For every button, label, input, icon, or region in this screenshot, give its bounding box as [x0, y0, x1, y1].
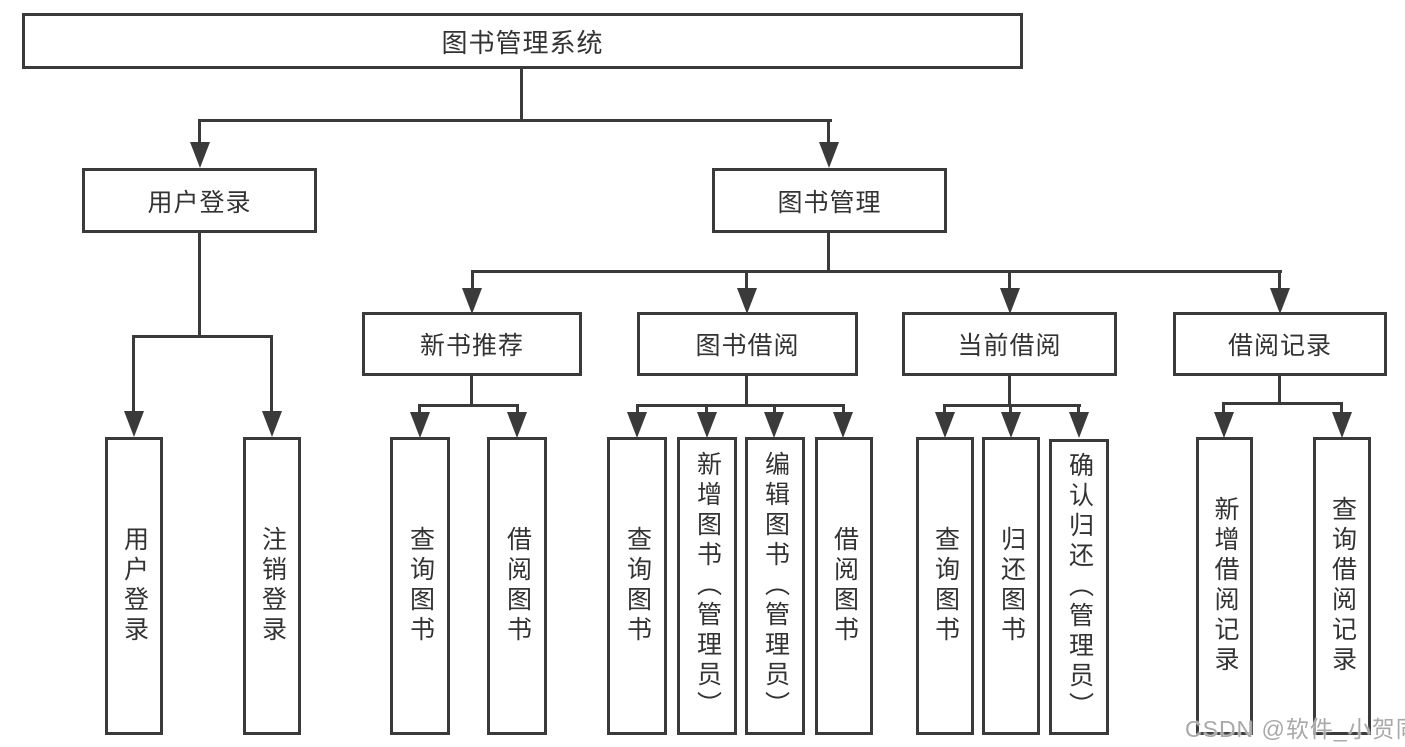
connector-user-crossbar — [132, 335, 273, 338]
arrowhead-newbook — [462, 288, 482, 314]
connector-drop-current — [1008, 270, 1011, 290]
arrowhead-bb-borrow — [833, 412, 853, 438]
arrowhead-cb-confirm — [1069, 412, 1089, 438]
connector-drop-borrowing — [745, 270, 748, 290]
arrowhead-cb-return — [1001, 412, 1021, 438]
arrowhead-user-login — [190, 142, 210, 168]
connector-borrowing-stem — [745, 376, 748, 406]
connector-drop-nb-borrow — [516, 404, 519, 418]
connector-drop-login-leaf — [132, 335, 135, 415]
leaf-bb-add-books-admin: 新增图书（管理员） — [677, 437, 737, 735]
node-borrowing-records: 借阅记录 — [1173, 312, 1387, 376]
arrowhead-bb-add — [697, 412, 717, 438]
connector-root-stem — [520, 69, 523, 121]
connector-drop-bb-borrow — [842, 404, 845, 418]
leaf-rec-query-record: 查询借阅记录 — [1313, 437, 1371, 735]
connector-records-crossbar — [1222, 402, 1343, 405]
node-new-book-recommend: 新书推荐 — [362, 312, 582, 376]
arrowhead-logout-leaf — [262, 411, 282, 437]
connector-drop-bb-add — [705, 404, 708, 418]
connector-drop-logout-leaf — [270, 335, 273, 415]
node-book-borrowing: 图书借阅 — [637, 312, 858, 376]
connector-drop-cb-query — [943, 404, 946, 418]
connector-drop-newbook — [471, 270, 474, 290]
leaf-nb-borrow-books: 借阅图书 — [487, 437, 547, 735]
connector-drop-records — [1278, 270, 1281, 290]
connector-drop-cb-confirm — [1077, 404, 1080, 418]
arrowhead-rec-add — [1214, 412, 1234, 438]
connector-newbook-stem — [470, 376, 473, 406]
leaf-bb-borrow-books: 借阅图书 — [815, 437, 873, 735]
leaf-cb-confirm-return-admin: 确认归还（管理员） — [1049, 439, 1109, 735]
leaf-rec-add-record: 新增借阅记录 — [1196, 437, 1253, 735]
leaf-nb-query-books: 查询图书 — [390, 437, 450, 735]
arrowhead-records — [1270, 288, 1290, 314]
connector-drop-bb-query — [636, 404, 639, 418]
arrowhead-bb-query — [627, 412, 647, 438]
connector-drop-bb-edit — [773, 404, 776, 418]
arrowhead-login-leaf — [124, 411, 144, 437]
leaf-cb-query-books: 查询图书 — [916, 437, 974, 735]
connector-newbook-crossbar — [418, 404, 519, 407]
leaf-user-login: 用户登录 — [105, 437, 163, 735]
node-user-login: 用户登录 — [82, 168, 317, 233]
node-root-library-system: 图书管理系统 — [22, 13, 1023, 69]
connector-book-stem — [827, 233, 830, 273]
connector-drop-cb-return — [1009, 404, 1012, 418]
leaf-cb-return-books: 归还图书 — [982, 437, 1040, 735]
connector-drop-book-mgmt — [827, 119, 830, 147]
connector-borrowing-crossbar — [636, 404, 845, 407]
arrowhead-book-mgmt — [819, 142, 839, 168]
connector-drop-rec-query — [1340, 402, 1343, 418]
arrowhead-bb-edit — [764, 412, 784, 438]
connector-current-crossbar — [943, 404, 1081, 407]
arrowhead-borrowing — [737, 288, 757, 314]
arrowhead-cb-query — [935, 412, 955, 438]
arrowhead-rec-query — [1332, 412, 1352, 438]
connector-drop-rec-add — [1222, 402, 1225, 418]
connector-records-stem — [1278, 376, 1281, 405]
arrowhead-current — [1000, 288, 1020, 314]
leaf-logout: 注销登录 — [243, 437, 301, 735]
leaf-bb-query-books: 查询图书 — [607, 437, 667, 735]
arrowhead-nb-query — [410, 412, 430, 438]
connector-drop-user-login — [198, 119, 201, 147]
csdn-watermark: CSDN @软件_小贺同学 — [1185, 716, 1405, 742]
connector-drop-nb-query — [418, 404, 421, 418]
arrowhead-nb-borrow — [507, 412, 527, 438]
node-book-management: 图书管理 — [712, 168, 947, 233]
connector-root-crossbar — [198, 119, 832, 122]
connector-book-crossbar — [471, 270, 1282, 273]
node-current-borrowing: 当前借阅 — [902, 312, 1117, 376]
connector-current-stem — [1008, 376, 1011, 406]
connector-user-stem — [198, 233, 201, 337]
leaf-bb-edit-books-admin: 编辑图书（管理员） — [745, 437, 805, 735]
